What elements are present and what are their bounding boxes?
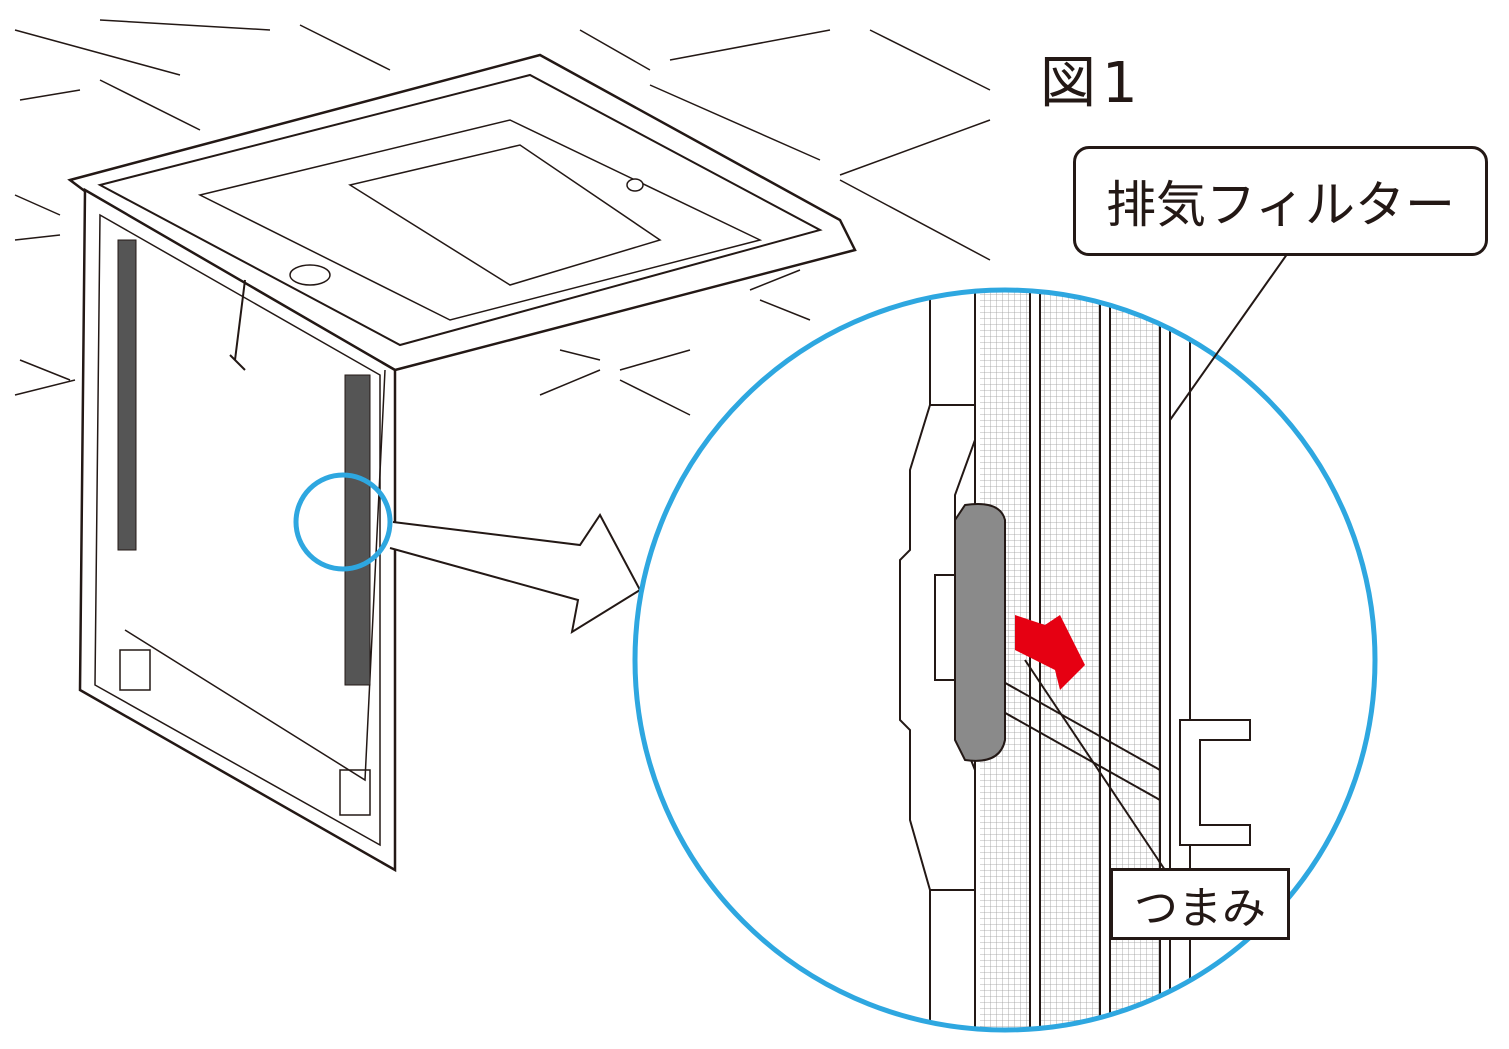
knob <box>954 503 1006 762</box>
magnify-arrow <box>389 513 642 635</box>
ceiling-unit <box>67 53 857 372</box>
zoom-circle <box>632 287 1378 1033</box>
highlight-circle <box>293 472 393 572</box>
exhaust-filter-label: 排気フィルター <box>1073 146 1488 256</box>
ceiling-grid <box>14 19 991 416</box>
figure-title: 図1 <box>1040 51 1144 116</box>
direction-arrow <box>1015 615 1085 690</box>
filter-leader-line <box>1169 249 1291 421</box>
knob-label: つまみ <box>1110 868 1290 940</box>
grille-panel <box>78 187 397 873</box>
